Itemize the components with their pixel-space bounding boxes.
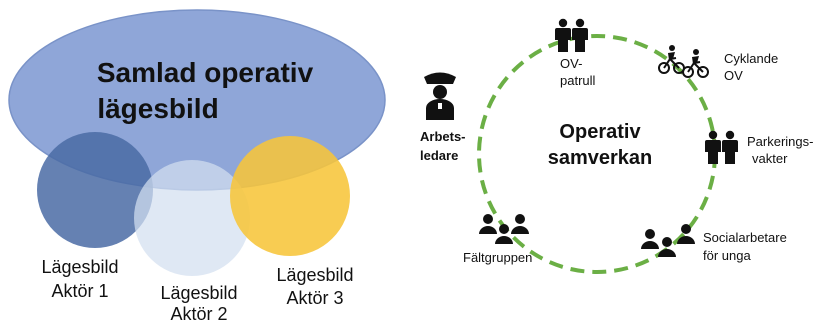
ov-patrull-label-line1: OV- [560, 56, 582, 71]
center-label-line2: samverkan [548, 147, 653, 169]
actor-2-circle [134, 160, 250, 276]
actor-3-label-line1: Lägesbild [276, 265, 353, 285]
group-icon [641, 224, 695, 257]
arbetsledare-label-line1: Arbets- [420, 129, 466, 144]
cyklande-ov-label-line1: Cyklande [724, 51, 778, 66]
group-icon [479, 214, 529, 244]
cyklande-ov-label-line2: OV [724, 68, 743, 83]
main-title-line1: Samlad operativ [97, 57, 314, 88]
arbetsledare-label-line2: ledare [420, 148, 458, 163]
parkeringsvakter-label-line1: Parkerings- [747, 134, 813, 149]
faltgruppen-label: Fältgruppen [463, 250, 532, 265]
actor-2-label-line1: Lägesbild [160, 283, 237, 303]
actor-1-label-line1: Lägesbild [41, 257, 118, 277]
cyclists-icon [658, 44, 709, 78]
actor-1-label-line2: Aktör 1 [51, 281, 108, 301]
two-people-icon [555, 18, 588, 52]
ov-patrull-label-line2: patrull [560, 73, 596, 88]
center-label-line1: Operativ [559, 121, 641, 143]
two-people-icon [705, 130, 738, 164]
cooperation-diagram: Operativ samverkan OV- patrull Cyklande … [420, 18, 813, 274]
main-title-line2: lägesbild [97, 93, 218, 124]
socialarbetare-label-line1: Socialarbetare [703, 230, 787, 245]
actor-3-circle [230, 136, 350, 256]
socialarbetare-label-line2: för unga [703, 248, 751, 263]
parkeringsvakter-label-line2: vakter [752, 151, 788, 166]
actor-2-label-line2: Aktör 2 [170, 304, 227, 322]
actor-1-circle [37, 132, 153, 248]
situation-picture-diagram: Samlad operativ lägesbild Lägesbild Aktö… [8, 9, 386, 322]
actor-3-label-line2: Aktör 3 [286, 288, 343, 308]
police-officer-icon [424, 72, 456, 120]
